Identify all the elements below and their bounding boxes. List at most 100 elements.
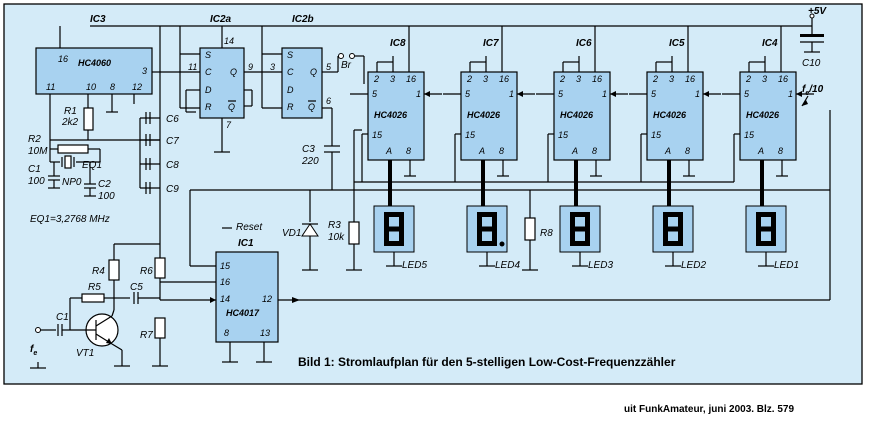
counter-pin: 5 [651, 89, 657, 99]
oscillator-network: R1 2k2 R2 10M EQ1 C1 100 NP0 C2 100 EQ1=… [28, 106, 160, 225]
counter-pin: 1 [788, 89, 793, 99]
counter-pin: A [664, 146, 671, 156]
ic3-type: HC4060 [78, 58, 111, 68]
counter-pin: 1 [416, 89, 421, 99]
led-label: LED3 [588, 260, 613, 271]
ic1-hc4017: IC1 Reset HC4017 15 16 14 12 8 13 [160, 222, 300, 363]
ic1-pin16: 16 [220, 277, 230, 287]
ic1-pin13: 13 [260, 328, 270, 338]
ic2b-s: S [287, 50, 293, 60]
r8-label: R8 [540, 228, 553, 239]
counter-pin: 2 [373, 74, 379, 84]
c3-label: C3 [302, 144, 315, 155]
counter-ref: IC6 [576, 38, 592, 49]
ic2b-pin5: 5 [326, 62, 332, 72]
counter-pin: 16 [685, 74, 695, 84]
counter-pin: 5 [558, 89, 564, 99]
ic3-pin12: 12 [132, 82, 142, 92]
ic2b-flipflop: IC2b 3 5 6 S C D R Q Q Br [261, 14, 365, 146]
ic2a-pin14: 14 [224, 36, 234, 46]
counter-pin: 15 [558, 130, 569, 140]
r4-label: R4 [92, 266, 105, 277]
ic2b-pin3: 3 [270, 62, 275, 72]
ic2a-pin7: 7 [226, 120, 232, 130]
supply-rail: +5V [90, 6, 827, 27]
c10-capacitor: C10 [800, 26, 824, 69]
counter-ref: IC8 [390, 38, 406, 49]
counter-pin: 15 [465, 130, 476, 140]
counter-pin: 5 [372, 89, 378, 99]
counter-pin: 8 [685, 146, 690, 156]
c7-label: C7 [166, 136, 179, 147]
eq1-label: EQ1 [82, 160, 102, 171]
c5-label: C5 [130, 282, 143, 293]
counter-type: HC4026 [653, 110, 687, 120]
ic2a-pin11: 11 [188, 62, 197, 72]
r5-label: R5 [88, 282, 101, 293]
ic3-pin16: 16 [58, 54, 68, 64]
counter-pin: 1 [695, 89, 700, 99]
r6-label: R6 [140, 266, 153, 277]
ic1-pin15: 15 [220, 261, 231, 271]
input-stage: R4 R6 R5 C5 R7 VT1 C1 fe [30, 243, 168, 369]
ic2a-flipflop: IC2a 14 11 7 9 S C D R Q Q [160, 14, 282, 153]
counter-pin: 8 [499, 146, 504, 156]
vt1-label: VT1 [76, 348, 94, 359]
counter-pin: 3 [483, 74, 488, 84]
counter-pin: 3 [576, 74, 581, 84]
ic3-hc4060: IC3 HC4060 16 11 10 8 12 3 [35, 14, 160, 140]
ic2a-s: S [205, 50, 211, 60]
r2-label: R2 [28, 134, 41, 145]
fe10-label: fe/10 [802, 84, 824, 97]
c3-capacitor: C3 220 [301, 144, 340, 190]
c2-label: C2 [98, 179, 111, 190]
counter-pin: 15 [744, 130, 755, 140]
ic3-pin11: 11 [46, 82, 55, 92]
ic1-type: HC4017 [226, 308, 260, 318]
ic2a-d: D [205, 85, 212, 95]
ic3-pin3: 3 [142, 66, 147, 76]
counter-ref: IC4 [762, 38, 778, 49]
ic1-ref: IC1 [238, 238, 254, 249]
ic1-pin8: 8 [224, 328, 229, 338]
ic2b-c: C [287, 67, 294, 77]
c1-input-label: C1 [56, 312, 69, 323]
r3-label: R3 [328, 220, 341, 231]
counter-type: HC4026 [374, 110, 408, 120]
counter-pin: 3 [669, 74, 674, 84]
vd1-diode: VD1 [282, 190, 319, 271]
c1-label: C1 [28, 164, 41, 175]
ic2a-pin9: 9 [248, 62, 253, 72]
ic2b-qbar: Q [308, 102, 315, 112]
counter-pin: 3 [762, 74, 767, 84]
r7-label: R7 [140, 330, 153, 341]
r3-resistor: R3 10k [328, 130, 362, 271]
c9-label: C9 [166, 184, 179, 195]
counter-pin: A [571, 146, 578, 156]
c2-value: 100 [98, 191, 115, 202]
led-label: LED1 [774, 260, 799, 271]
ic3-pin8: 8 [110, 82, 115, 92]
ic1-pin14: 14 [220, 294, 230, 304]
ic2a-ref: IC2a [210, 14, 232, 25]
counter-pin: A [757, 146, 764, 156]
counter-pin: 8 [592, 146, 597, 156]
counter-pin: 16 [406, 74, 416, 84]
c6-label: C6 [166, 114, 179, 125]
counter-pin: 2 [652, 74, 658, 84]
counter-pin: 16 [592, 74, 602, 84]
counter-pin: 2 [559, 74, 565, 84]
counter-pin: 1 [602, 89, 607, 99]
counter-pin: 2 [466, 74, 472, 84]
control-bus [189, 110, 831, 301]
led-label: LED2 [681, 260, 706, 271]
ic2b-q: Q [310, 67, 317, 77]
r3-value: 10k [328, 232, 345, 243]
ic2b-ref: IC2b [292, 14, 314, 25]
c3-value: 220 [301, 156, 319, 167]
